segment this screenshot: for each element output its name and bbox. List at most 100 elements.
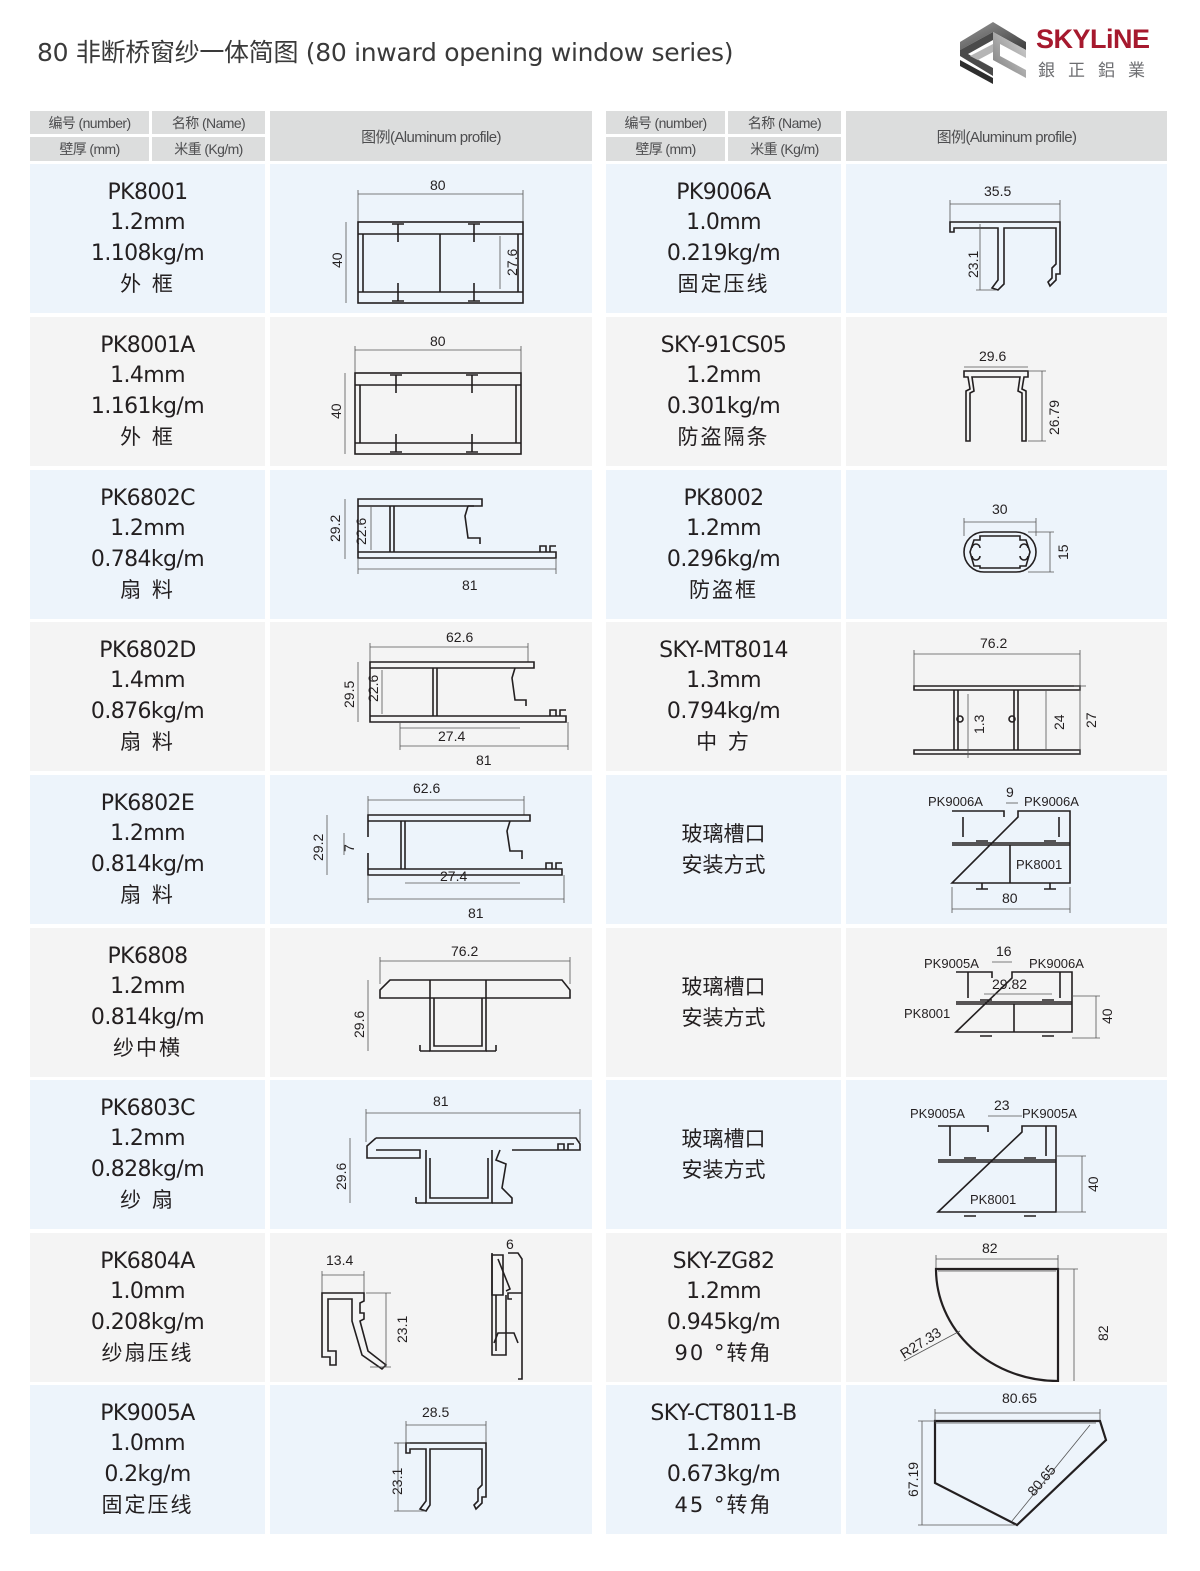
profile-name: 纱扇压线 [101,1341,194,1365]
corner-45-drawing: 80.65 80.65 67.19 [905,1390,1108,1527]
svg-text:27: 27 [1083,712,1099,728]
header-thickness: 壁厚 (mm) [30,137,149,161]
profile-weight: 1.108kg/m [90,240,205,266]
profile-info: SKY-MT8014 1.3mm 0.794kg/m 中 方 [606,622,841,771]
svg-text:40: 40 [1099,1008,1115,1024]
svg-text:29.5: 29.5 [341,681,357,708]
profile-code: PK9006A [676,179,771,205]
svg-text:16: 16 [996,943,1012,959]
svg-text:1.3: 1.3 [971,714,987,734]
profile-diagram: 76.2 1.3 24 27 [846,622,1167,771]
profile-name: 防盗隔条 [677,425,770,449]
profile-weight: 0.876kg/m [90,698,205,724]
svg-text:24: 24 [1051,714,1067,730]
svg-text:27.6: 27.6 [504,249,520,276]
svg-text:7: 7 [341,844,357,852]
header-name: 名称 (Name) [728,111,841,134]
svg-text:29.6: 29.6 [351,1011,367,1038]
profile-info: PK6803C 1.2mm 0.828kg/m 纱 扇 [30,1080,265,1229]
profile-info: PK6802E 1.2mm 0.814kg/m 扇 料 [30,775,265,924]
profile-weight: 0.784kg/m [90,546,205,572]
profile-name: 防盗框 [689,578,758,602]
left-profile-table: 编号 (number) 名称 (Name) 壁厚 (mm) 米重 (Kg/m) … [30,111,592,1534]
profile-code: PK8001 [107,179,188,205]
frame-profile-drawing: 80 40 27.6 [329,177,524,304]
glazing-bead-profile-drawing: 28.5 23.1 [389,1404,487,1512]
svg-text:80: 80 [1002,890,1018,906]
profile-thickness: 1.2mm [110,1126,185,1151]
center-mullion-drawing: 76.2 1.3 24 27 [913,635,1099,758]
profile-info: SKY-91CS05 1.2mm 0.301kg/m 防盗隔条 [606,317,841,466]
profile-info: PK9005A 1.0mm 0.2kg/m 固定压线 [30,1385,265,1534]
header-profile: 图例(Aluminum profile) [270,111,592,161]
profile-name: 固定压线 [101,1493,194,1517]
svg-text:81: 81 [476,752,492,768]
profile-weight: 0.301kg/m [666,393,781,419]
brand-chinese-name: 銀正鋁業 [1038,61,1158,81]
profile-row: SKY-ZG82 1.2mm 0.945kg/m 90 °转角 82 82 R2… [606,1233,1167,1382]
glazing-bead-profile-drawing: 35.5 23.1 [949,183,1061,291]
screen-bead-profile-drawing: 13.4 23.1 6 [321,1236,523,1380]
table-header: 编号 (number) 名称 (Name) 壁厚 (mm) 米重 (Kg/m) … [606,111,1167,161]
sash-profile-drawing: 29.2 22.6 81 [327,498,557,593]
profile-code: SKY-ZG82 [672,1248,775,1274]
profile-code: PK6802E [100,790,195,816]
profile-name: 扇 料 [120,730,175,754]
profile-row: PK8001A 1.4mm 1.161kg/m 外 框 80 40 [30,317,592,466]
svg-text:62.6: 62.6 [413,780,440,796]
profile-diagram: PK9006A PK9006A 9 PK8001 80 [846,775,1167,924]
profile-row: PK6808 1.2mm 0.814kg/m 纱中横 76.2 29.6 [30,928,592,1077]
header-weight: 米重 (Kg/m) [728,137,841,161]
header-profile: 图例(Aluminum profile) [846,111,1167,161]
profile-weight: 1.161kg/m [90,393,205,419]
svg-text:9: 9 [1006,784,1014,800]
brand-wordmark: SKYLiNE [1036,24,1150,54]
profile-row: PK8002 1.2mm 0.296kg/m 防盗框 30 15 [606,470,1167,619]
profile-weight: 0.2kg/m [104,1461,191,1487]
profile-name: 扇 料 [120,883,175,907]
profile-weight: 0.208kg/m [90,1309,205,1335]
svg-text:80: 80 [430,333,446,349]
svg-text:76.2: 76.2 [980,635,1007,651]
svg-text:40: 40 [329,252,345,268]
glass-slot-assembly-drawing: PK9006A PK9006A 9 PK8001 80 [928,784,1079,913]
sash-profile-drawing: 62.6 29.2 7 27.4 81 [310,780,565,921]
svg-text:27.4: 27.4 [438,728,465,744]
profile-thickness: 1.2mm [686,516,761,541]
profile-thickness: 1.0mm [110,1431,185,1456]
frame-profile-drawing: 80 40 [328,333,522,455]
install-line2: 安装方式 [681,1157,766,1182]
brand-logo: SKYLiNE 銀正鋁業 [956,20,1176,88]
svg-text:23.1: 23.1 [394,1316,410,1343]
profile-weight: 0.673kg/m [666,1461,781,1487]
svg-text:23.1: 23.1 [965,251,981,278]
profile-row: PK6804A 1.0mm 0.208kg/m 纱扇压线 13.4 23.1 6 [30,1233,592,1382]
profile-info: PK8002 1.2mm 0.296kg/m 防盗框 [606,470,841,619]
dimension-label: 80 [430,177,446,193]
profile-info: SKY-CT8011-B 1.2mm 0.673kg/m 45 °转角 [606,1385,841,1534]
profile-diagram: 28.5 23.1 [270,1385,592,1534]
svg-text:PK8001: PK8001 [970,1192,1016,1207]
profile-code: PK6802D [99,637,196,663]
svg-text:80.65: 80.65 [1024,1462,1059,1499]
profile-thickness: 1.2mm [110,821,185,846]
profile-row: 玻璃槽口 安装方式 PK9005A PK9006A 16 29.82 PK800… [606,928,1167,1077]
profile-info: PK6808 1.2mm 0.814kg/m 纱中横 [30,928,265,1077]
profile-thickness: 1.4mm [110,363,185,388]
profile-thickness: 1.3mm [686,668,761,693]
svg-text:29.6: 29.6 [979,348,1006,364]
installation-info: 玻璃槽口 安装方式 [606,928,841,1077]
profile-name: 纱 扇 [120,1188,175,1212]
profile-code: SKY-MT8014 [659,637,788,663]
screen-sash-profile-drawing: 81 29.6 [333,1093,581,1204]
profile-diagram: 62.6 29.2 7 27.4 81 [270,775,592,924]
svg-text:82: 82 [982,1240,998,1256]
svg-text:PK9006A: PK9006A [1029,956,1084,971]
sash-profile-drawing: 62.6 29.5 22.6 27.4 81 [341,629,569,768]
svg-text:15: 15 [1055,544,1071,560]
profile-weight: 0.219kg/m [666,240,781,266]
profile-thickness: 1.2mm [110,210,185,235]
anti-theft-strip-drawing: 29.6 26.79 [963,348,1062,442]
install-line2: 安装方式 [681,1005,766,1030]
svg-text:26.79: 26.79 [1046,400,1062,435]
